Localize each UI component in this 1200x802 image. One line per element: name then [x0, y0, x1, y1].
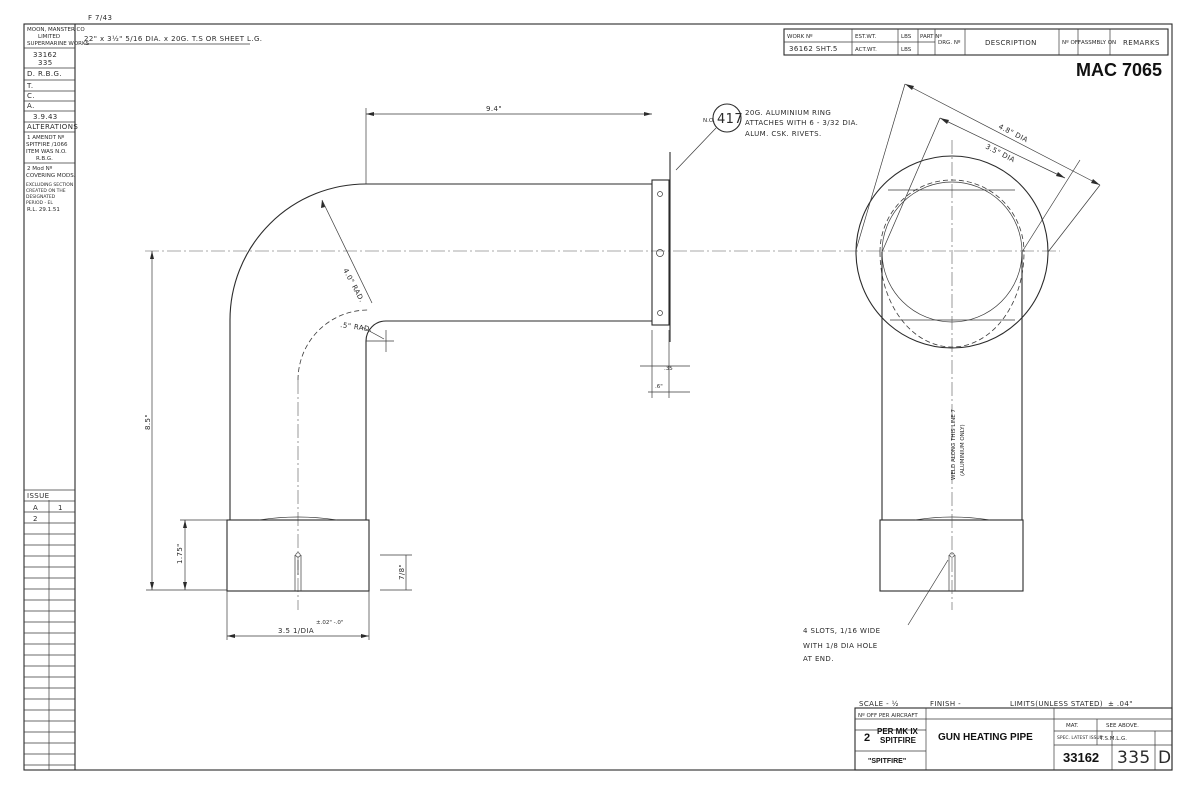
svg-text:DESCRIPTION: DESCRIPTION	[985, 39, 1037, 47]
svg-text:WITH 1/8 DIA HOLE: WITH 1/8 DIA HOLE	[803, 642, 878, 650]
svg-text:1 AMENDT Nº: 1 AMENDT Nº	[27, 134, 65, 141]
svg-text:A.: A.	[27, 102, 35, 110]
svg-text:MOON, MANSTER CO: MOON, MANSTER CO	[27, 27, 85, 33]
svg-text:ALTERATIONS: ALTERATIONS	[27, 123, 78, 131]
svg-text:ALUM. CSK. RIVETS.: ALUM. CSK. RIVETS.	[745, 130, 822, 138]
svg-text:Nº OFF PER AIRCRAFT: Nº OFF PER AIRCRAFT	[858, 712, 918, 719]
collar-height-dim: 1.75"	[176, 543, 184, 564]
svg-text:20G. ALUMINIUM RING: 20G. ALUMINIUM RING	[745, 109, 831, 117]
length-dim: 9.4"	[486, 105, 502, 113]
weld-note-2: (ALUMINIUM ONLY)	[960, 424, 966, 476]
sheet-ref: MAC 7065	[1076, 60, 1162, 80]
svg-text:R.L. 29.1.51: R.L. 29.1.51	[27, 207, 60, 213]
tolerance: ±.02" -.0"	[316, 620, 343, 626]
svg-text:PERIOD - EL: PERIOD - EL	[26, 200, 53, 206]
svg-text:LBS: LBS	[901, 47, 912, 53]
svg-text:C.: C.	[27, 92, 35, 100]
svg-text:SPITFIRE /1066: SPITFIRE /1066	[26, 142, 68, 148]
svg-text:T.: T.	[26, 82, 33, 90]
end-view-dimensions: 4.8" DIA 3.5" DIA WELD ALONG THIS LINE 7…	[803, 83, 1101, 663]
svg-text:MAT.: MAT.	[1066, 723, 1079, 729]
slot-depth-dim: 7/8"	[398, 564, 406, 580]
height-dim: 8.5"	[144, 414, 152, 430]
inner-radius-dim: .5" RAD.	[340, 321, 373, 333]
limits-value: ± .04"	[1108, 700, 1133, 708]
work-no: 36162 SHT.5	[789, 45, 838, 53]
svg-text:N.O.: N.O.	[703, 118, 715, 124]
svg-text:1: 1	[58, 504, 63, 512]
ring-callout: N.O. 417 20G. ALUMINIUM RING ATTACHES WI…	[675, 103, 858, 171]
svg-text:PART Nº: PART Nº	[920, 33, 942, 40]
svg-text:SUPERMARINE WORKS: SUPERMARINE WORKS	[27, 41, 90, 47]
svg-text:ACT.WT.: ACT.WT.	[855, 47, 877, 53]
left-date: 3.9.43	[33, 113, 58, 121]
top-note: F 7/43	[88, 14, 112, 22]
scale: SCALE - ½	[859, 700, 899, 708]
svg-text:COVERING MODS.: COVERING MODS.	[26, 173, 76, 179]
svg-text:EST.WT.: EST.WT.	[855, 34, 877, 40]
svg-text:SPEC. LATEST ISSUE: SPEC. LATEST ISSUE	[1057, 735, 1103, 741]
svg-text:WORK Nº: WORK Nº	[787, 33, 813, 40]
front-view-dimensions: 9.4" 4.0" RAD. .5" RAD. 8.5" 1.75" 7/8" …	[144, 105, 690, 640]
pipe-end-view	[690, 140, 1060, 610]
inner-dia-dim: 3.5" DIA	[984, 143, 1016, 165]
title-block: SCALE - ½ FINISH - LIMITS(UNLESS STATED)…	[854, 700, 1173, 771]
svg-text:D. R.B.G.: D. R.B.G.	[27, 70, 62, 78]
svg-text:LBS: LBS	[901, 34, 912, 40]
svg-text:PER MK IX: PER MK IX	[877, 727, 919, 736]
pipe-front-view	[145, 152, 690, 610]
left-part: 335	[38, 59, 53, 67]
left-info-strip: MOON, MANSTER CO LIMITED SUPERMARINE WOR…	[24, 24, 90, 770]
svg-text:CREATED ON THE: CREATED ON THE	[26, 188, 66, 194]
drawing-title: GUN HEATING PIPE	[938, 732, 1033, 743]
svg-text:REMARKS: REMARKS	[1123, 39, 1160, 47]
svg-text:4 SLOTS, 1/16 WIDE: 4 SLOTS, 1/16 WIDE	[803, 627, 880, 635]
sheet-border	[23, 23, 1173, 771]
svg-text:DESIGNATED: DESIGNATED	[26, 194, 56, 200]
material-note: 22" x 3½" 5/16 DIA. x 20G. T.S OR SHEET …	[84, 35, 262, 43]
svg-text:T.S.M.L.G.: T.S.M.L.G.	[1099, 736, 1127, 742]
header-table: WORK Nº 36162 SHT.5 EST.WT. ACT.WT. LBS …	[783, 28, 1169, 56]
finish: FINISH -	[930, 700, 961, 708]
svg-text:LIMITED: LIMITED	[38, 34, 60, 40]
svg-text:DRG. Nº: DRG. Nº	[938, 39, 961, 46]
base-dia-dim: 3.5 1/DIA	[278, 627, 314, 635]
dim-6: .6"	[655, 384, 663, 390]
limits: LIMITS(UNLESS STATED)	[1010, 700, 1103, 708]
svg-text:2: 2	[33, 515, 38, 523]
title-drawing-no: 33162	[1063, 750, 1099, 765]
svg-text:ASSMBLY ON: ASSMBLY ON	[1081, 40, 1116, 46]
svg-text:A: A	[33, 504, 38, 512]
bend-radius-dim: 4.0" RAD.	[341, 267, 366, 304]
qty: 2	[864, 732, 870, 744]
svg-text:SPITFIRE: SPITFIRE	[880, 736, 917, 745]
svg-text:ATTACHES WITH 6 - 3/32 DIA.: ATTACHES WITH 6 - 3/32 DIA.	[745, 119, 858, 127]
svg-text:SEE ABOVE.: SEE ABOVE.	[1106, 723, 1139, 729]
svg-text:Nº OFF: Nº OFF	[1062, 39, 1081, 46]
dim-35: .35	[664, 366, 673, 372]
svg-text:R.B.G.: R.B.G.	[36, 156, 53, 162]
outer-dia-dim: 4.8" DIA	[997, 123, 1029, 145]
weld-note-1: WELD ALONG THIS LINE 7	[951, 409, 957, 480]
svg-text:EXCLUDING SECTION: EXCLUDING SECTION	[26, 182, 73, 188]
aircraft-name: "SPITFIRE"	[868, 758, 906, 765]
title-part-no: 335	[1117, 748, 1151, 768]
svg-text:ISSUE: ISSUE	[27, 492, 50, 500]
ring-number: 417	[717, 112, 743, 127]
issue-letter: D	[1158, 748, 1172, 768]
svg-text:2 Mod Nº: 2 Mod Nº	[27, 165, 53, 172]
svg-text:AT END.: AT END.	[803, 655, 834, 663]
svg-text:ITEM WAS N.O.: ITEM WAS N.O.	[26, 149, 67, 155]
left-drawing-no: 33162	[33, 51, 57, 59]
